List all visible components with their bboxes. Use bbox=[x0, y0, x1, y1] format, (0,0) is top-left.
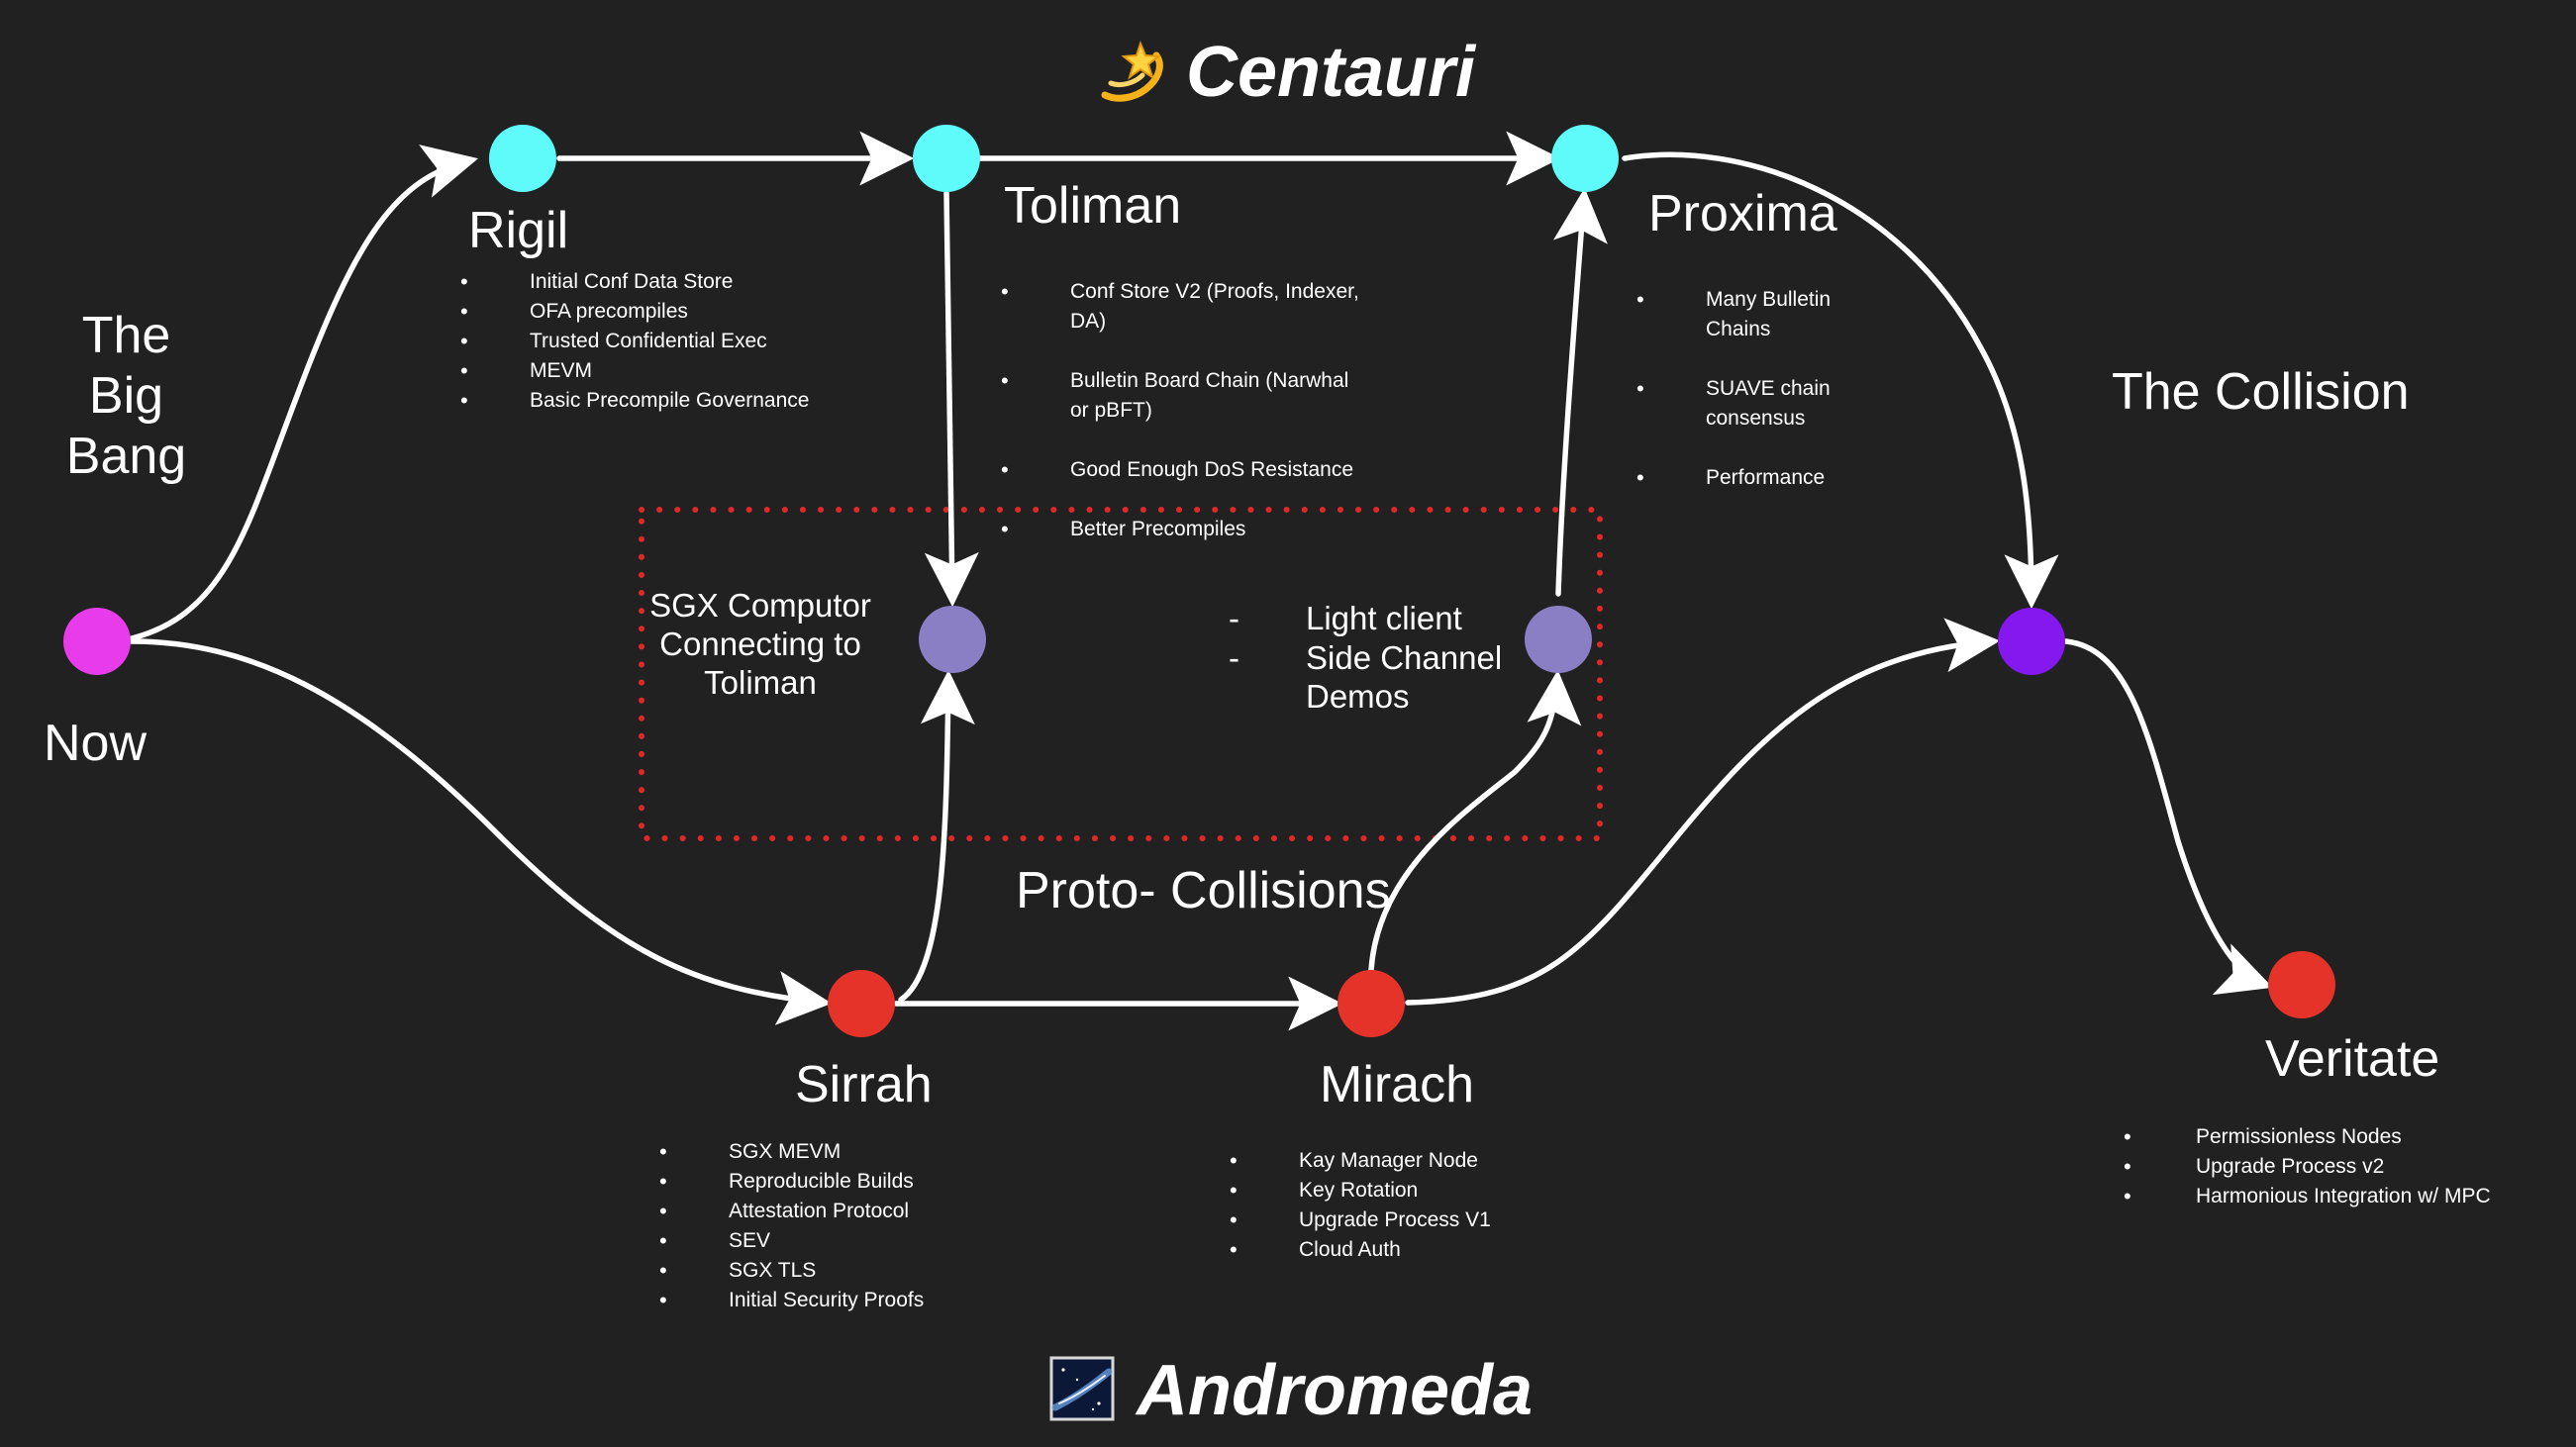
list-item: Initial Security Proofs bbox=[656, 1286, 924, 1315]
veritate-title: Veritate bbox=[2265, 1030, 2440, 1088]
proto-right-dash-1: - bbox=[1229, 600, 1239, 636]
proto-left-text: SGX Computor Connecting to Toliman bbox=[649, 587, 871, 701]
rigil-feature-list: Initial Conf Data Store OFA precompiles … bbox=[457, 267, 809, 416]
node-proto-left[interactable] bbox=[919, 606, 986, 673]
list-item: Performance bbox=[1634, 463, 1831, 493]
veritate-feature-list: Permissionless Nodes Upgrade Process v2 … bbox=[2121, 1122, 2491, 1211]
list-item: Initial Conf Data Store bbox=[457, 267, 809, 297]
proto-right-dash-2: - bbox=[1229, 639, 1239, 676]
sirrah-feature-list: SGX MEVM Reproducible Builds Attestation… bbox=[656, 1137, 924, 1315]
list-item: Many Bulletin Chains bbox=[1634, 285, 1831, 344]
mirach-feature-list: Kay Manager Node Key Rotation Upgrade Pr… bbox=[1227, 1146, 1491, 1265]
list-item: Kay Manager Node bbox=[1227, 1146, 1491, 1176]
edge-collision-veritate bbox=[2063, 638, 2273, 996]
node-mirach[interactable] bbox=[1338, 970, 1405, 1037]
node-veritate[interactable] bbox=[2268, 951, 2335, 1018]
list-item: Permissionless Nodes bbox=[2121, 1122, 2491, 1152]
milky-way-galaxy-icon bbox=[1049, 1356, 1115, 1421]
node-proxima[interactable] bbox=[1551, 125, 1619, 192]
list-item: Key Rotation bbox=[1227, 1176, 1491, 1206]
edge-mirach-proto-right bbox=[1368, 669, 1582, 973]
edge-proxima-collision bbox=[1622, 151, 2059, 610]
list-item: Trusted Confidential Exec bbox=[457, 327, 809, 356]
brand-centauri: Centauri bbox=[1186, 33, 1476, 112]
list-item: OFA precompiles bbox=[457, 297, 809, 327]
edge-proto-right-proxima bbox=[1553, 187, 1608, 597]
node-sirrah[interactable] bbox=[828, 970, 895, 1037]
list-item: Better Precompiles bbox=[998, 515, 1359, 544]
brand-andromeda: Andromeda bbox=[1137, 1351, 1534, 1430]
edge-now-rigil bbox=[129, 145, 479, 641]
list-item: Bulletin Board Chain (Narwhal or pBFT) bbox=[998, 366, 1359, 426]
list-item: Attestation Protocol bbox=[656, 1197, 924, 1226]
big-bang-label: The Big Bang bbox=[65, 307, 187, 485]
list-item: SEV bbox=[656, 1226, 924, 1256]
list-item: Conf Store V2 (Proofs, Indexer, DA) bbox=[998, 277, 1359, 337]
edge-sirrah-proto-left bbox=[898, 669, 975, 1003]
now-label: Now bbox=[44, 715, 148, 772]
node-proto-right[interactable] bbox=[1525, 606, 1592, 673]
dizzy-comet-icon bbox=[1101, 41, 1163, 102]
node-now[interactable] bbox=[63, 608, 131, 675]
edge-now-sirrah bbox=[129, 638, 833, 1025]
collision-label: The Collision bbox=[2112, 363, 2410, 421]
list-item: SGX MEVM bbox=[656, 1137, 924, 1167]
node-toliman[interactable] bbox=[913, 125, 980, 192]
rigil-title: Rigil bbox=[468, 202, 569, 259]
list-item: Upgrade Process v2 bbox=[2121, 1152, 2491, 1182]
proxima-feature-list: Many Bulletin Chains SUAVE chain consens… bbox=[1634, 255, 1831, 523]
list-item: Harmonious Integration w/ MPC bbox=[2121, 1182, 2491, 1211]
sirrah-title: Sirrah bbox=[795, 1056, 933, 1113]
list-item: Cloud Auth bbox=[1227, 1235, 1491, 1265]
list-item: SGX TLS bbox=[656, 1256, 924, 1286]
list-item: Upgrade Process V1 bbox=[1227, 1206, 1491, 1235]
node-collision[interactable] bbox=[1998, 608, 2065, 675]
toliman-title: Toliman bbox=[1004, 177, 1182, 235]
list-item: SUAVE chain consensus bbox=[1634, 374, 1831, 434]
proxima-title: Proxima bbox=[1648, 185, 1837, 242]
proto-right-item-2: Side Channel Demos bbox=[1306, 639, 1503, 715]
list-item: MEVM bbox=[457, 356, 809, 386]
toliman-feature-list: Conf Store V2 (Proofs, Indexer, DA) Bull… bbox=[998, 247, 1359, 574]
node-rigil[interactable] bbox=[489, 125, 556, 192]
edge-toliman-proto-left bbox=[924, 190, 979, 608]
list-item: Good Enough DoS Resistance bbox=[998, 455, 1359, 485]
edge-mirach-collision bbox=[1405, 618, 2001, 1006]
mirach-title: Mirach bbox=[1320, 1056, 1475, 1113]
list-item: Basic Precompile Governance bbox=[457, 386, 809, 416]
list-item: Reproducible Builds bbox=[656, 1167, 924, 1197]
proto-collisions-label: Proto- Collisions bbox=[1016, 862, 1391, 919]
proto-right-item-1: Light client bbox=[1306, 600, 1462, 636]
